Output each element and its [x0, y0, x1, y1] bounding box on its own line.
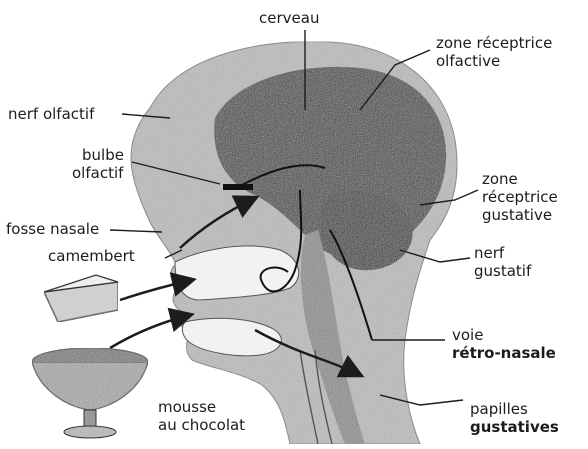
label-cerveau: cerveau [259, 9, 319, 27]
label-zone-olfactive-line1: zone réceptrice [436, 34, 552, 52]
label-camembert: camembert [48, 247, 135, 265]
label-nerf-gustatif-line1: nerf [474, 244, 505, 262]
label-fosse-nasale: fosse nasale [6, 220, 99, 238]
label-mousse-line1: mousse [158, 398, 216, 416]
label-nerf-gustatif-line2: gustatif [474, 262, 532, 280]
label-voie-line2: rétro-nasale [452, 344, 556, 362]
label-papilles-line1: papilles [470, 400, 528, 418]
label-papilles-line2: gustatives [470, 418, 559, 436]
mousse-cup-illustration [32, 348, 148, 438]
label-zone-gustative-line2: réceptrice [482, 188, 558, 206]
label-zone-olfactive-line2: olfactive [436, 52, 500, 70]
label-zone-gustative-line3: gustative [482, 206, 552, 224]
label-bulbe-line2: olfactif [72, 164, 124, 182]
label-mousse-line2: au chocolat [158, 416, 245, 434]
camembert-illustration [44, 275, 118, 322]
label-bulbe-line1: bulbe [82, 146, 124, 164]
label-zone-gustative-line1: zone [482, 170, 518, 188]
label-voie-line1: voie [452, 326, 483, 344]
label-nerf-olfactif: nerf olfactif [8, 105, 95, 123]
